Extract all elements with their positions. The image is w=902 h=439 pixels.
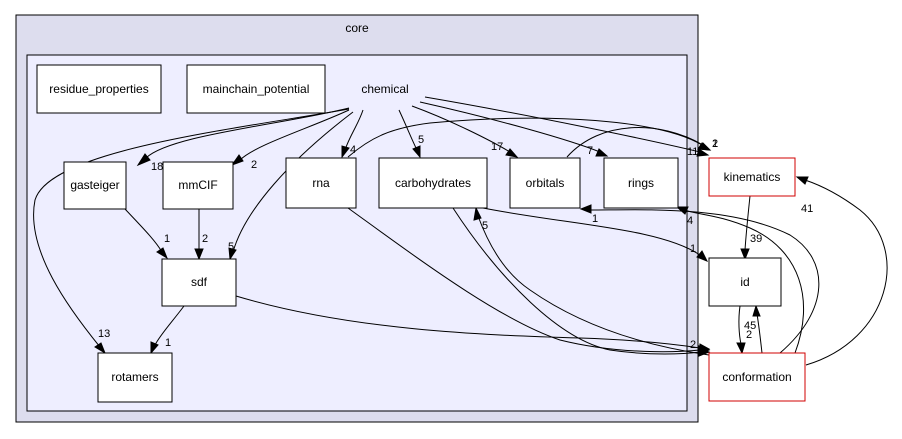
edge-chemical-kinematics bbox=[424, 96, 701, 153]
node-orbitals[interactable]: orbitals bbox=[509, 157, 581, 209]
edge-chemical-rotamers bbox=[33, 108, 350, 348]
svg-text:orbitals: orbitals bbox=[526, 176, 565, 190]
edge-label-id-conformation: 2 bbox=[746, 329, 752, 341]
edge-label-chemical-mmcif: 2 bbox=[251, 159, 257, 171]
edge-orbitals-kinematics bbox=[566, 127, 704, 158]
svg-text:mmCIF: mmCIF bbox=[178, 178, 217, 192]
node-chemical[interactable]: chemical bbox=[361, 82, 408, 96]
edge-label-carbohydrates-id: 1 bbox=[690, 243, 696, 255]
edge-conformation-rings bbox=[683, 209, 805, 354]
node-sdf[interactable]: sdf bbox=[161, 258, 237, 307]
node-rings[interactable]: rings bbox=[603, 157, 679, 209]
svg-text:residue_properties: residue_properties bbox=[49, 82, 148, 96]
edge-label-mmcif-sdf: 2 bbox=[202, 233, 208, 245]
edge-chemical-rings bbox=[419, 101, 601, 153]
edge-conformation-kinematics bbox=[804, 179, 888, 366]
edges bbox=[33, 96, 888, 366]
edge-conformation-id bbox=[756, 313, 763, 354]
node-mainchain-potential[interactable]: mainchain_potential bbox=[186, 64, 326, 114]
edge-label-chemical-rotamers: 13 bbox=[98, 328, 110, 340]
svg-text:mainchain_potential: mainchain_potential bbox=[203, 82, 310, 96]
cluster-core-label: core bbox=[345, 21, 369, 35]
edge-label-chemical-gasteiger: 18 bbox=[151, 161, 163, 173]
node-residue-properties[interactable]: residue_properties bbox=[36, 64, 162, 114]
edge-label-conformation-carbohydrates: 5 bbox=[482, 220, 488, 232]
edge-sdf-conformation bbox=[235, 295, 701, 349]
edge-label-conformation-kinematics: 41 bbox=[801, 203, 813, 215]
edge-label-chemical-rna: 4 bbox=[350, 144, 356, 156]
edge-chemical-mmcif bbox=[239, 109, 350, 161]
node-rna[interactable]: rna bbox=[285, 157, 357, 209]
svg-text:rotamers: rotamers bbox=[111, 370, 158, 384]
edge-carbohydrates-id bbox=[482, 207, 701, 256]
cluster-core-inner bbox=[26, 54, 688, 412]
edge-chemical-sdf bbox=[232, 111, 354, 253]
edge-conformation-orbitals bbox=[589, 209, 820, 354]
node-mmcif[interactable]: mmCIF bbox=[162, 161, 234, 210]
svg-text:carbohydrates: carbohydrates bbox=[395, 176, 471, 190]
edge-label-chemical-rings: 7 bbox=[587, 145, 593, 157]
edge-label-conformation-id: 45 bbox=[744, 320, 756, 332]
node-gasteiger[interactable]: gasteiger bbox=[63, 161, 127, 210]
node-rotamers[interactable]: rotamers bbox=[97, 352, 173, 403]
edge-kinematics-id bbox=[744, 195, 751, 251]
node-id[interactable]: id bbox=[708, 257, 782, 307]
svg-text:id: id bbox=[740, 275, 749, 289]
edge-labels: 18 2 4 5 17 7 11 5 13 1 2 1 2 1 1 39 5 1… bbox=[98, 134, 813, 351]
edge-rna-kinematics bbox=[347, 117, 703, 158]
edge-label-gasteiger-sdf: 1 bbox=[164, 233, 170, 245]
edge-id-conformation bbox=[738, 305, 742, 345]
edge-label-kinematics-id: 39 bbox=[750, 233, 762, 245]
edge-rna-conformation bbox=[347, 207, 701, 353]
svg-text:conformation: conformation bbox=[722, 370, 791, 384]
svg-text:sdf: sdf bbox=[191, 275, 208, 289]
svg-text:rna: rna bbox=[312, 176, 330, 190]
node-kinematics[interactable]: kinematics bbox=[708, 157, 796, 197]
edge-sdf-rotamers bbox=[154, 305, 185, 346]
svg-text:kinematics: kinematics bbox=[724, 170, 781, 184]
edge-carbohydrates-conformation bbox=[452, 207, 701, 355]
svg-text:rings: rings bbox=[628, 176, 654, 190]
edge-label-conformation-orbitals: 1 bbox=[592, 213, 598, 225]
edge-label-chemical-carbohydrates: 5 bbox=[418, 134, 424, 146]
edge-gasteiger-sdf bbox=[124, 208, 163, 253]
edge-label-orbitals-kinematics: 1 bbox=[712, 138, 718, 150]
svg-text:gasteiger: gasteiger bbox=[70, 178, 119, 192]
edge-label-into-conformation: 2 bbox=[690, 339, 696, 351]
node-conformation[interactable]: conformation bbox=[708, 352, 806, 402]
edge-chemical-rna bbox=[344, 109, 364, 151]
edge-conformation-carbohydrates bbox=[477, 215, 710, 356]
node-carbohydrates[interactable]: carbohydrates bbox=[378, 157, 488, 209]
edge-label-chemical-kinematics: 11 bbox=[687, 146, 698, 158]
edge-label-sdf-rotamers: 1 bbox=[165, 337, 171, 349]
edge-label-chemical-sdf: 5 bbox=[228, 241, 234, 253]
edge-chemical-orbitals bbox=[411, 105, 511, 153]
edge-label-rna-kinematics: 2 bbox=[712, 138, 718, 150]
edge-label-chemical-orbitals: 17 bbox=[491, 141, 503, 153]
edge-label-conformation-rings: 4 bbox=[687, 215, 693, 227]
